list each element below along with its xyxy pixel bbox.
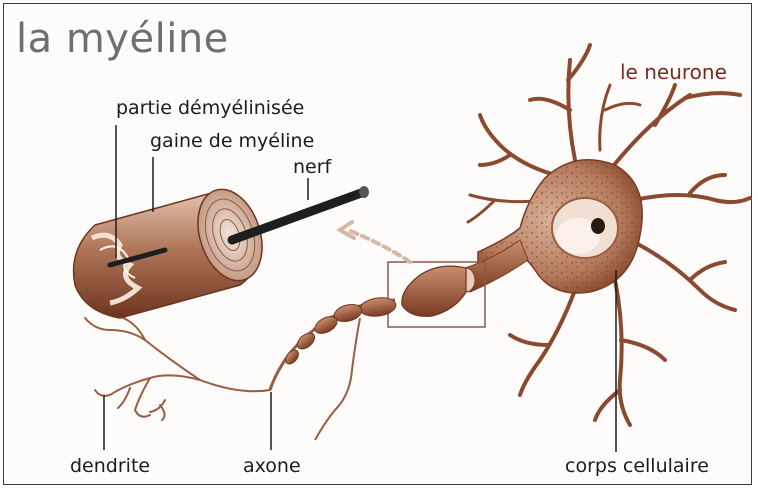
nerve-label: nerf (293, 156, 331, 178)
axon-hillock (402, 240, 528, 316)
myelinated-axon (270, 296, 397, 440)
page-title: la myéline (16, 16, 229, 62)
sheath-label: gaine de myéline (150, 130, 314, 152)
dendrite-label: dendrite (70, 455, 150, 477)
demyelinated-label: partie démyélinisée (116, 97, 304, 119)
neuron-label: le neurone (620, 60, 727, 84)
nucleus-icon (552, 198, 618, 258)
cell-body-label: corps cellulaire (565, 455, 709, 477)
axon-label: axone (243, 455, 301, 477)
axon-terminal-branches (85, 315, 270, 420)
zoom-arrow-icon (340, 222, 410, 262)
